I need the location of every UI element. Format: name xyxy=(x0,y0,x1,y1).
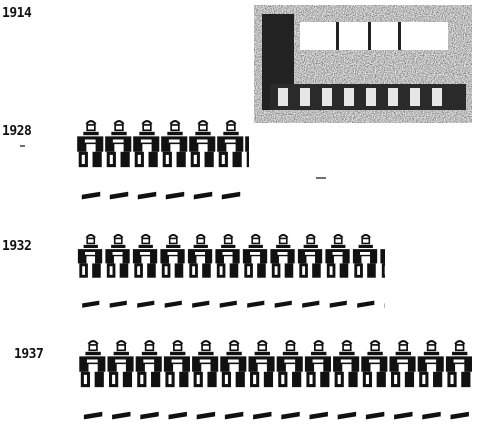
worker-figure xyxy=(135,339,163,421)
year-label-1928: 1928 xyxy=(2,124,32,139)
pictogram-row-1932 xyxy=(77,233,385,309)
worker-figure xyxy=(352,233,379,309)
worker-figure xyxy=(217,119,245,201)
worker-figure xyxy=(133,119,161,201)
worker-figure xyxy=(105,119,133,201)
worker-figure xyxy=(242,233,269,309)
worker-figure xyxy=(324,233,351,309)
worker-figure xyxy=(189,119,217,201)
year-label-1914: 1914 xyxy=(2,6,32,21)
worker-figure xyxy=(187,233,214,309)
worker-figure xyxy=(379,233,385,309)
worker-figure xyxy=(163,339,192,421)
worker-figure xyxy=(269,233,296,309)
pictogram-row-1928 xyxy=(77,119,249,201)
worker-figure xyxy=(297,233,324,309)
year-label-1937: 1937 xyxy=(14,347,43,362)
year-label-1932: 1932 xyxy=(2,239,31,254)
worker-figure xyxy=(161,119,189,201)
worker-figure xyxy=(389,339,417,421)
worker-figure xyxy=(248,339,276,421)
worker-figure xyxy=(304,339,333,421)
pictogram-row-1937 xyxy=(79,339,474,421)
worker-figure xyxy=(159,233,186,309)
worker-figure xyxy=(214,233,241,309)
worker-figure xyxy=(107,339,135,421)
worker-figure xyxy=(77,233,104,309)
worker-figure xyxy=(445,339,474,421)
worker-figure xyxy=(104,233,131,309)
worker-figure xyxy=(220,339,248,421)
worker-figure xyxy=(276,339,304,421)
worker-figure xyxy=(77,119,105,201)
unit-panel-1914 xyxy=(254,5,472,123)
worker-figure xyxy=(417,339,445,421)
worker-figure xyxy=(132,233,159,309)
worker-figure xyxy=(191,339,220,421)
worker-figure xyxy=(79,339,107,421)
worker-figure xyxy=(332,339,361,421)
worker-figure xyxy=(245,119,249,201)
worker-figure xyxy=(361,339,389,421)
